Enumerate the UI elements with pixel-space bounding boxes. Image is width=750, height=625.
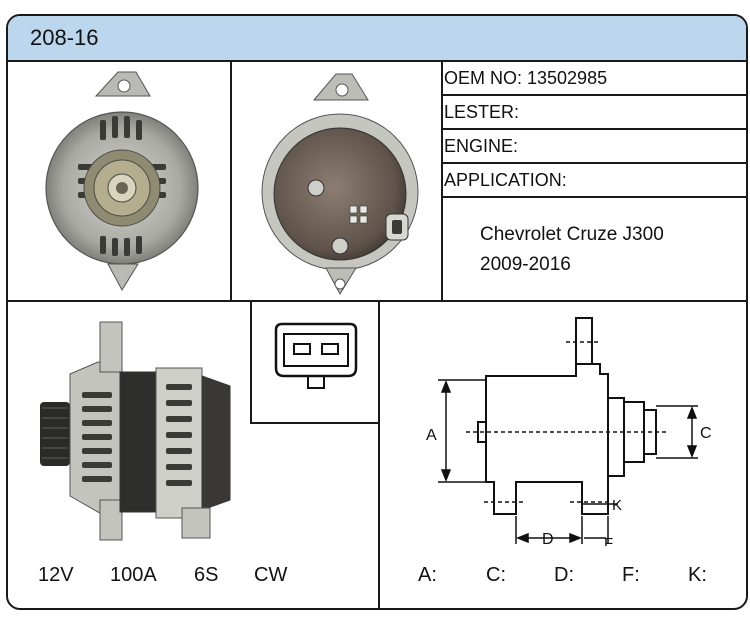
diagram-label-c: C <box>700 425 712 442</box>
diagram-label-k: K <box>612 497 622 514</box>
divider <box>441 162 746 164</box>
diagram-label-f: F <box>604 535 613 546</box>
divider <box>250 300 252 424</box>
engine-field: ENGINE: <box>444 136 519 156</box>
model-number: 208-16 <box>30 25 99 50</box>
divider <box>378 300 380 608</box>
divider <box>441 196 746 198</box>
application-field: APPLICATION: <box>444 170 567 190</box>
oem-number: OEM NO: 13502985 <box>444 68 608 88</box>
diagram-label-d: D <box>542 531 554 546</box>
lester-field: LESTER: <box>444 102 520 122</box>
divider <box>441 60 443 300</box>
dimension-f: F: <box>622 564 640 586</box>
dimension-d: D: <box>554 564 574 586</box>
dimension-c: C: <box>486 564 506 586</box>
alternator-rear-image <box>261 73 419 296</box>
dimension-a: A: <box>418 564 437 586</box>
alternator-front-image <box>45 71 199 292</box>
divider <box>441 94 746 96</box>
diagram-label-a: A <box>426 427 437 444</box>
spec-voltage: 12V <box>38 564 74 586</box>
spec-amperage: 100A <box>110 564 157 586</box>
divider <box>230 60 232 300</box>
divider <box>250 422 380 424</box>
dimension-diagram: A C D F K <box>426 317 712 546</box>
divider <box>8 300 746 302</box>
dimension-k: K: <box>688 564 707 586</box>
header-bar: 208-16 <box>8 16 746 62</box>
divider <box>441 128 746 130</box>
spec-rotation: CW <box>254 564 288 586</box>
application-vehicle: Chevrolet Cruze J300 <box>480 224 664 245</box>
alternator-side-image <box>40 321 231 541</box>
spec-pulley: 6S <box>194 564 219 586</box>
connector-plug-diagram <box>274 322 358 389</box>
application-years: 2009-2016 <box>480 254 571 275</box>
product-sheet: 208-16 OEM NO: 13502985 LESTER: ENGINE: … <box>6 14 748 610</box>
